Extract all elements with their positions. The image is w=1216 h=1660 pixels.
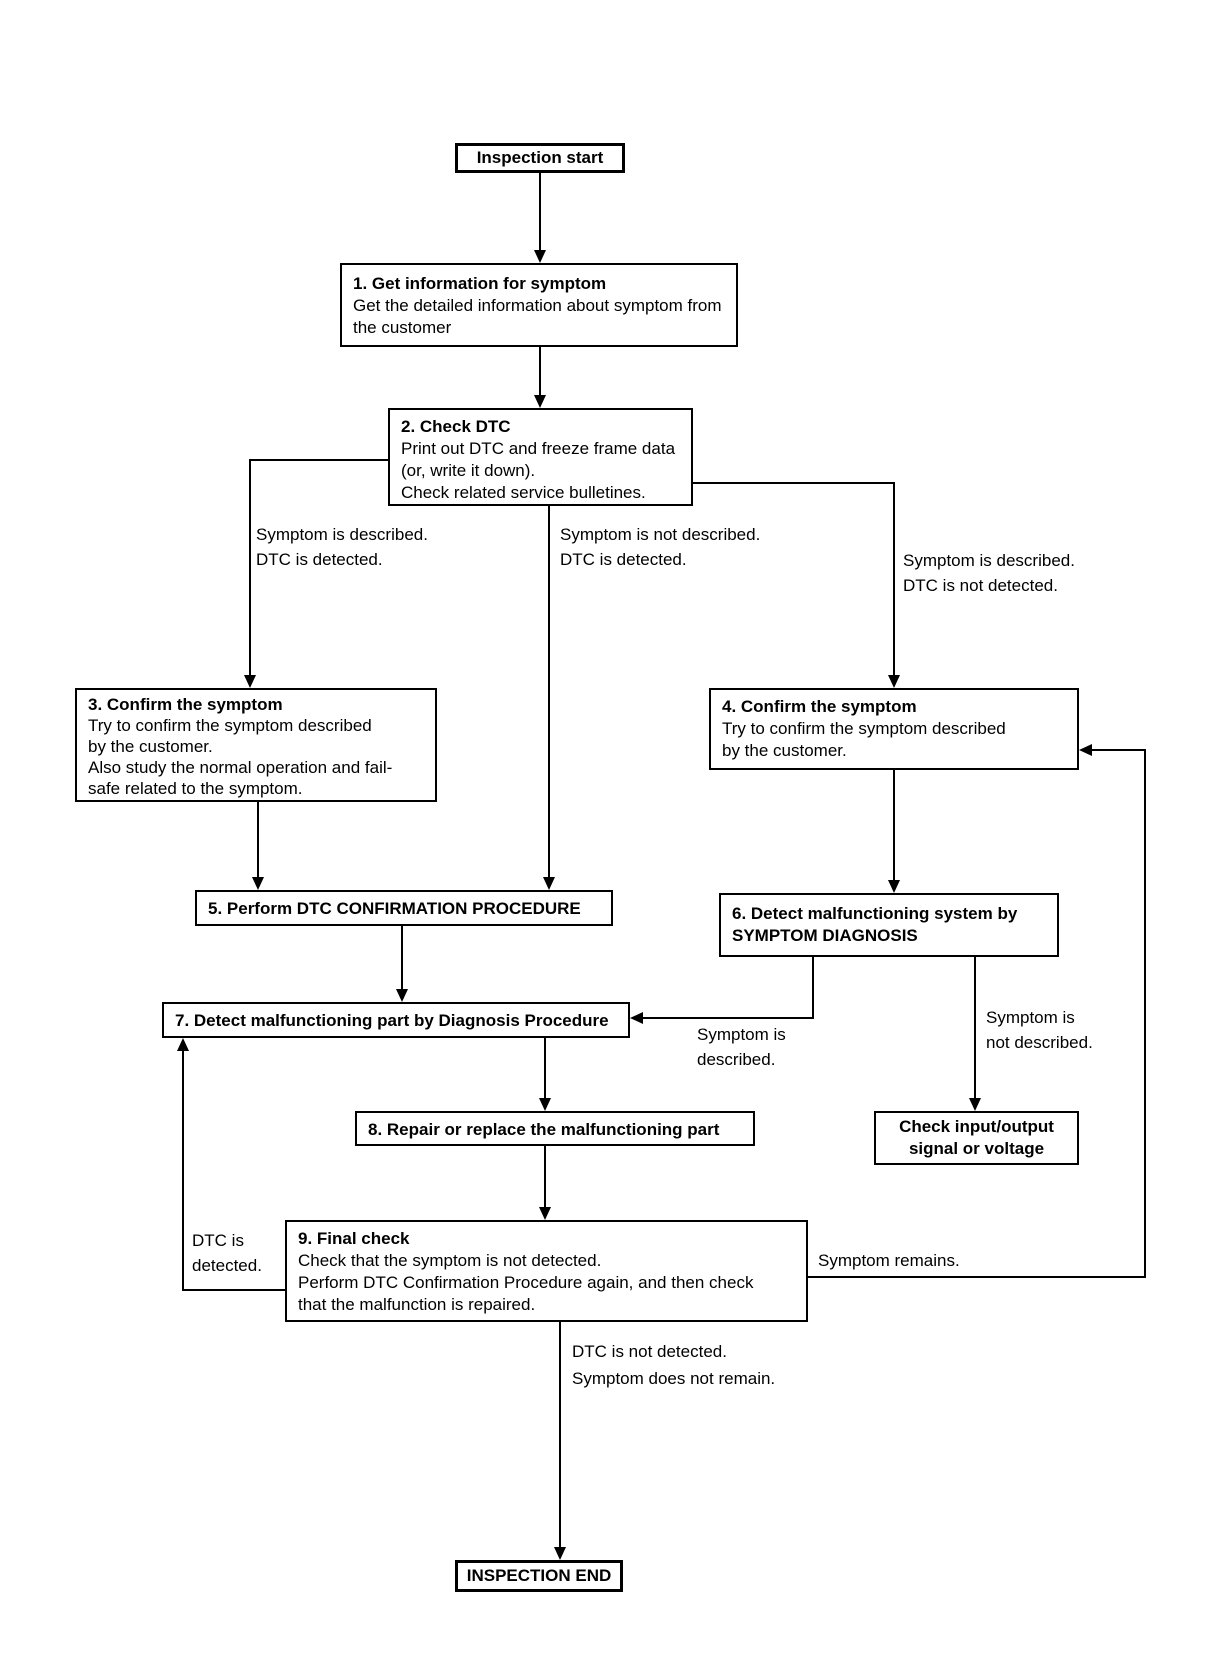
arrowhead-into-4: [888, 675, 900, 688]
node-title: 7. Detect malfunctioning part by Diagnos…: [175, 1011, 609, 1030]
arrowhead-into-7-bottom: [177, 1038, 189, 1051]
node-title: 2. Check DTC: [401, 417, 511, 436]
connector-2-to-3-vertical: [249, 459, 251, 676]
connector-1-to-2: [539, 347, 541, 396]
connector-8-to-9: [544, 1146, 546, 1209]
connector-9-to-7-horizontal: [182, 1289, 285, 1291]
arrowhead-into-4-right: [1079, 744, 1092, 756]
node-line: (or, write it down).: [401, 461, 536, 480]
node-3-confirm-symptom: 3. Confirm the symptom Try to confirm th…: [75, 688, 437, 802]
node-label: Inspection start: [476, 148, 604, 167]
node-inspection-start: Inspection start: [455, 143, 625, 173]
connector-2-to-4-vertical: [893, 482, 895, 676]
node-line: Get the detailed information about sympt…: [353, 296, 722, 315]
node-line: by the customer.: [722, 741, 847, 760]
edge-label-symptom-described: Symptom is described.: [697, 1025, 786, 1069]
edge-label-dtc-detected: DTC is detected.: [192, 1231, 262, 1275]
arrowhead-into-3: [244, 675, 256, 688]
connector-9-to-7-vertical: [182, 1050, 184, 1291]
node-9-final-check: 9. Final check Check that the symptom is…: [285, 1220, 808, 1322]
connector-6-to-7-vertical: [812, 957, 814, 1019]
arrowhead-into-2: [534, 395, 546, 408]
arrowhead-into-7-right: [630, 1012, 643, 1024]
node-5-dtc-confirmation-procedure: 5. Perform DTC CONFIRMATION PROCEDURE: [195, 890, 613, 926]
edge-label-left-branch: Symptom is described. DTC is detected.: [256, 525, 428, 569]
connector-9-to-4-vertical: [1144, 749, 1146, 1278]
node-title: 6. Detect malfunctioning system by: [732, 904, 1018, 923]
arrowhead-into-9: [539, 1207, 551, 1220]
node-6-detect-malfunctioning-system: 6. Detect malfunctioning system by SYMPT…: [719, 893, 1059, 957]
arrowhead-into-5-left: [252, 877, 264, 890]
node-line: Check that the symptom is not detected.: [298, 1251, 602, 1270]
node-1-get-information: 1. Get information for symptom Get the d…: [340, 263, 738, 347]
arrowhead-into-1: [534, 250, 546, 263]
node-2-check-dtc: 2. Check DTC Print out DTC and freeze fr…: [388, 408, 693, 506]
node-line: Try to confirm the symptom described: [722, 719, 1006, 738]
connector-5-to-7: [401, 926, 403, 990]
connector-4-to-6: [893, 770, 895, 881]
node-title: 8. Repair or replace the malfunctioning …: [368, 1120, 720, 1139]
node-7-detect-malfunctioning-part: 7. Detect malfunctioning part by Diagnos…: [162, 1002, 630, 1038]
edge-label-mid-branch: Symptom is not described. DTC is detecte…: [560, 525, 761, 569]
connector-9-to-4-horizontal-bottom: [808, 1276, 1146, 1278]
node-label: INSPECTION END: [466, 1566, 612, 1585]
edge-label-right-branch: Symptom is described. DTC is not detecte…: [903, 551, 1075, 595]
node-line: Check related service bulletines.: [401, 483, 646, 502]
connector-6-to-7-horizontal: [643, 1017, 814, 1019]
node-inspection-end: INSPECTION END: [455, 1560, 623, 1592]
connector-7-to-8: [544, 1038, 546, 1100]
node-line: that the malfunction is repaired.: [298, 1295, 536, 1314]
node-title: Check input/output: [899, 1117, 1054, 1136]
node-title: 1. Get information for symptom: [353, 274, 607, 293]
arrowhead-into-8: [539, 1098, 551, 1111]
node-line: by the customer.: [88, 737, 213, 756]
node-title-line2: SYMPTOM DIAGNOSIS: [732, 926, 918, 945]
connector-2-to-4-horizontal: [693, 482, 895, 484]
node-title: 9. Final check: [298, 1229, 410, 1248]
node-title: 5. Perform DTC CONFIRMATION PROCEDURE: [208, 899, 581, 918]
arrowhead-into-checkio: [969, 1098, 981, 1111]
arrowhead-into-6: [888, 880, 900, 893]
node-line: safe related to the symptom.: [88, 779, 303, 798]
connector-2-to-5-vertical: [548, 506, 550, 878]
edge-label-symptom-not-described: Symptom is not described.: [986, 1008, 1093, 1052]
node-line: Perform DTC Confirmation Procedure again…: [298, 1273, 754, 1292]
arrowhead-into-end: [554, 1547, 566, 1560]
node-line: Try to confirm the symptom described: [88, 716, 372, 735]
edge-label-end-branch: DTC is not detected. Symptom does not re…: [572, 1342, 776, 1388]
edge-label-symptom-remains: Symptom remains.: [818, 1251, 960, 1270]
connector-6-to-checkio: [974, 957, 976, 1100]
connector-2-to-3-horizontal: [249, 459, 388, 461]
node-title: 3. Confirm the symptom: [88, 695, 283, 714]
node-title: 4. Confirm the symptom: [722, 697, 917, 716]
node-check-input-output: Check input/output signal or voltage: [874, 1111, 1079, 1165]
connector-9-to-4-horizontal-top: [1092, 749, 1146, 751]
connector-start-to-1: [539, 173, 541, 252]
connector-3-to-5: [257, 802, 259, 878]
node-title-line2: signal or voltage: [908, 1139, 1045, 1158]
node-4-confirm-symptom: 4. Confirm the symptom Try to confirm th…: [709, 688, 1079, 770]
node-8-repair-replace-part: 8. Repair or replace the malfunctioning …: [355, 1111, 755, 1146]
connector-9-to-end: [559, 1322, 561, 1549]
node-line: Print out DTC and freeze frame data: [401, 439, 676, 458]
arrowhead-into-7: [396, 989, 408, 1002]
node-line: Also study the normal operation and fail…: [88, 758, 393, 777]
node-line: the customer: [353, 318, 452, 337]
arrowhead-into-5-middle: [543, 877, 555, 890]
